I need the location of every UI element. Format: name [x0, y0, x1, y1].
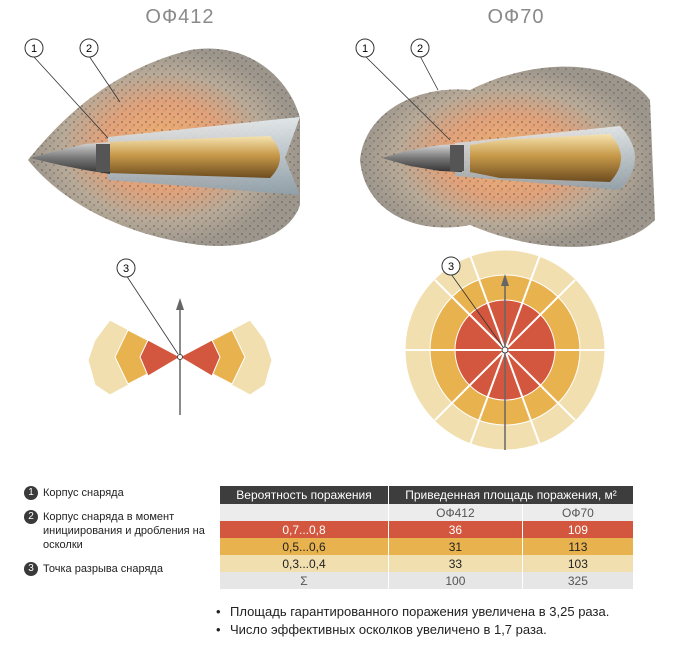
subheader-of412: ОФ412	[388, 504, 523, 521]
svg-text:3: 3	[123, 263, 129, 275]
table-row: 0,3...0,4 33 103	[220, 555, 635, 572]
callout-3-left: 3	[116, 258, 136, 278]
legend: 1 Корпус снаряда 2 Корпус снаряда в моме…	[24, 486, 214, 586]
legend-text-1: Корпус снаряда	[43, 487, 124, 499]
legend-text-2: Корпус снаряда в момент инициирования и …	[43, 511, 205, 551]
cell-of412: 100	[388, 572, 523, 589]
table-row: Σ 100 325	[220, 572, 635, 589]
of70-shell	[382, 126, 635, 190]
subheader-empty	[220, 504, 389, 521]
of70-spray-diagram	[404, 249, 606, 451]
note-2: • Число эффективных осколков увеличено в…	[216, 621, 609, 639]
title-of70: ОФ70	[487, 6, 545, 28]
header-probability: Вероятность поражения	[220, 486, 389, 504]
bullet-icon: •	[216, 622, 221, 637]
legend-text-3: Точка разрыва снаряда	[43, 563, 163, 575]
callout-1-right: 1	[355, 38, 375, 58]
callout-3-right: 3	[441, 256, 461, 276]
svg-text:3: 3	[448, 261, 454, 273]
callout-2-left: 2	[79, 38, 99, 58]
table-subheader-row: ОФ412 ОФ70	[220, 504, 635, 521]
subheader-of70: ОФ70	[522, 504, 635, 521]
header-area: Приведенная площадь поражения, м²	[388, 486, 634, 504]
note-text-2: Число эффективных осколков увеличено в 1…	[230, 622, 547, 637]
callout-2-right: 2	[410, 38, 430, 58]
cell-prob: 0,3...0,4	[220, 555, 389, 572]
callout-1-left: 1	[24, 38, 44, 58]
cell-of70: 325	[522, 572, 635, 589]
cell-of412: 36	[388, 521, 523, 538]
cell-of70: 109	[522, 521, 635, 538]
cell-of70: 103	[522, 555, 635, 572]
table-row: 0,7...0,8 36 109	[220, 521, 635, 538]
legend-num-3: 3	[24, 562, 38, 576]
title-of412: ОФ412	[145, 6, 215, 28]
svg-text:2: 2	[417, 43, 423, 55]
note-1: • Площадь гарантированного поражения уве…	[216, 603, 609, 621]
cell-prob: 0,5...0,6	[220, 538, 389, 555]
legend-num-2: 2	[24, 510, 38, 524]
bullet-icon: •	[216, 604, 221, 619]
svg-text:1: 1	[31, 43, 37, 55]
cell-of412: 31	[388, 538, 523, 555]
legend-item-2: 2 Корпус снаряда в момент инициирования …	[24, 510, 214, 552]
of412-spray-right	[178, 319, 273, 396]
damage-table: Вероятность поражения Приведенная площад…	[220, 486, 635, 589]
cell-of412: 33	[388, 555, 523, 572]
illustration-canvas: 1 2 3 1 2 3	[24, 38, 655, 451]
note-text-1: Площадь гарантированного поражения увели…	[230, 604, 610, 619]
legend-num-1: 1	[24, 486, 38, 500]
legend-item-1: 1 Корпус снаряда	[24, 486, 214, 500]
table-row: 0,5...0,6 31 113	[220, 538, 635, 555]
cell-prob: Σ	[220, 572, 389, 589]
svg-text:1: 1	[362, 43, 368, 55]
of412-spray-diagram	[87, 298, 273, 415]
callout-leaders	[33, 55, 504, 355]
notes: • Площадь гарантированного поражения уве…	[216, 603, 609, 639]
cell-prob: 0,7...0,8	[220, 521, 389, 538]
of412-shell	[30, 117, 300, 195]
svg-text:2: 2	[86, 43, 92, 55]
legend-item-3: 3 Точка разрыва снаряда	[24, 562, 214, 576]
table-header-row: Вероятность поражения Приведенная площад…	[220, 486, 634, 504]
of412-spray-left	[87, 319, 182, 396]
cell-of70: 113	[522, 538, 635, 555]
